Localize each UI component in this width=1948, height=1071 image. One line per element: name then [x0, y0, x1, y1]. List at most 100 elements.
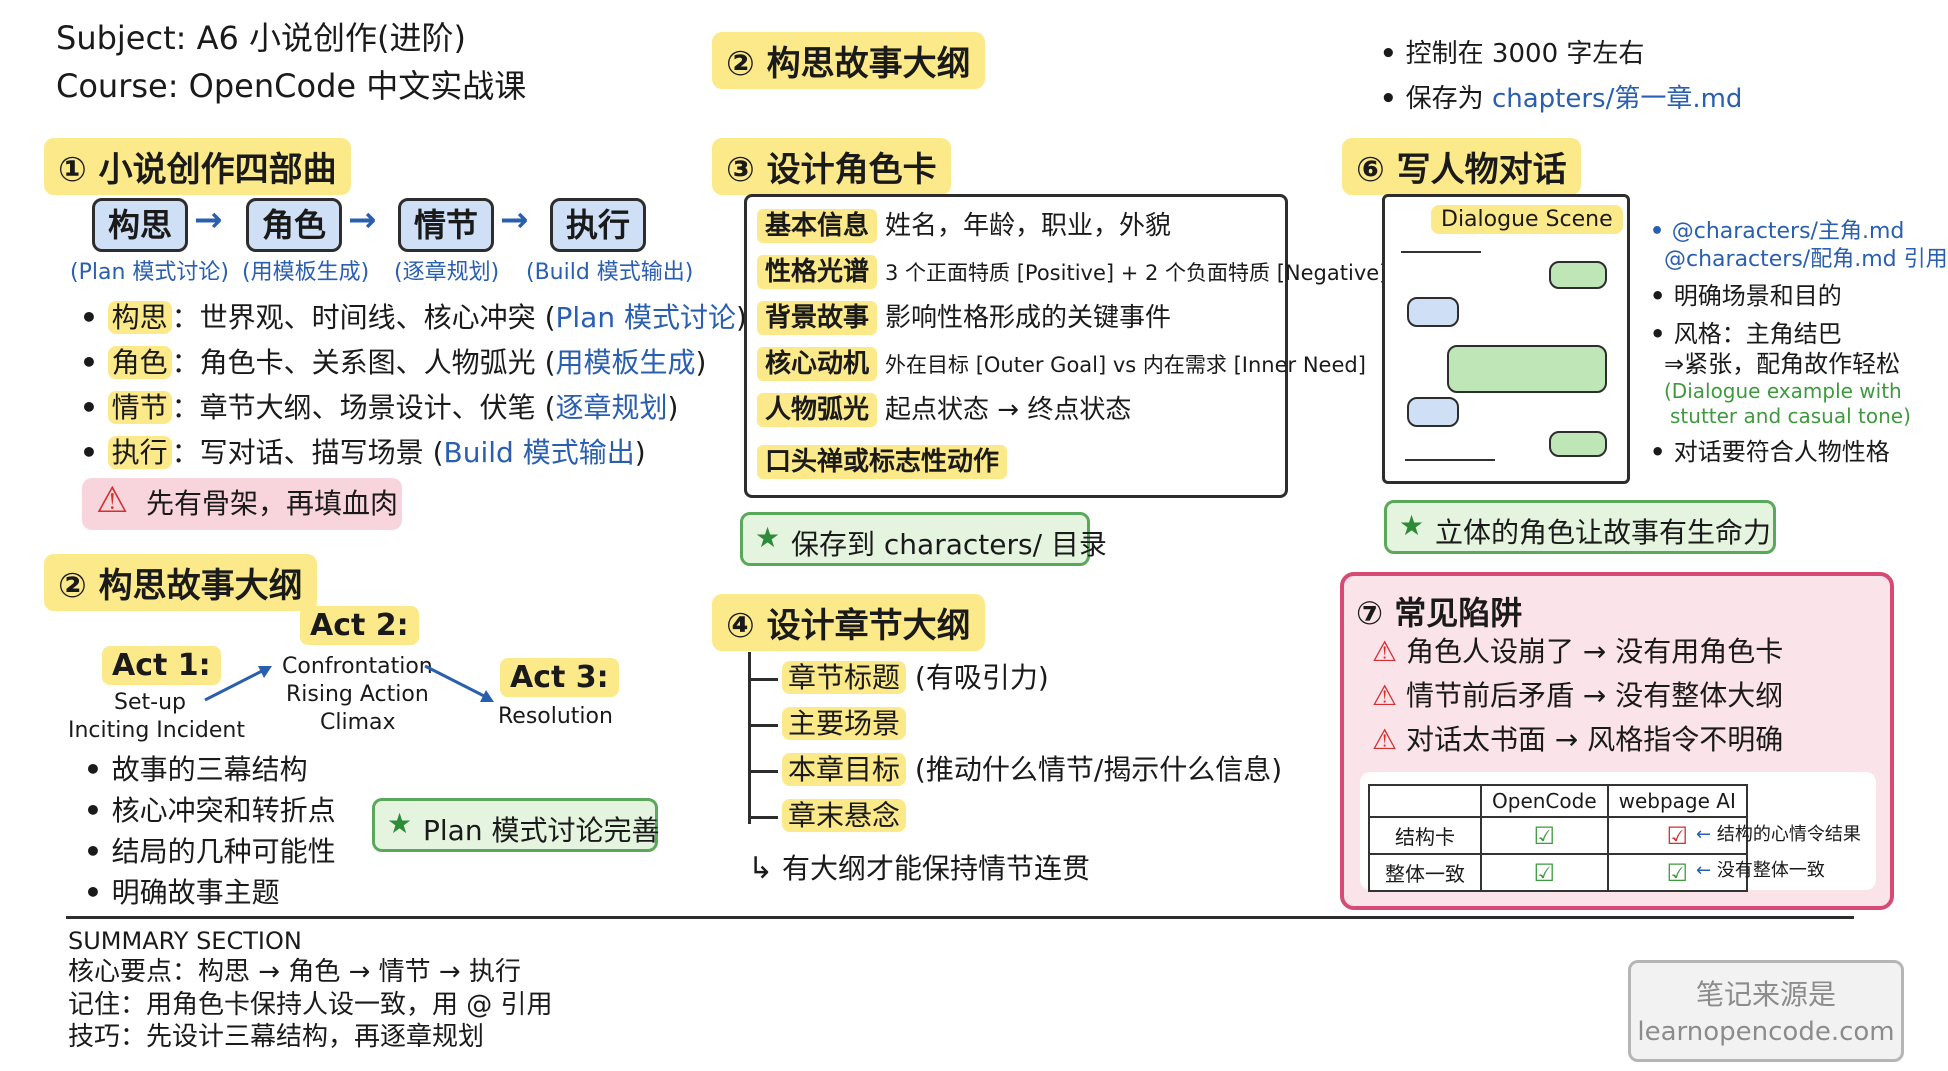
badge-text: 立体的角色让故事有生命力 — [1435, 516, 1772, 549]
scene-line — [1405, 459, 1495, 461]
badge-text: 保存到 characters/ 目录 — [791, 528, 1107, 561]
outline-item-scene: 主要场景 — [782, 706, 907, 741]
badge-text: Plan 模式讨论完善 — [423, 814, 660, 847]
act1-title: Act 1: — [102, 646, 221, 685]
summary-line: 记住：用角色卡保持人设一致，用 @ 引用 — [68, 989, 553, 1020]
card-row-arc: 人物弧光起点状态 → 终点状态 — [757, 389, 1131, 427]
star-icon: ★ — [755, 521, 781, 554]
dialogue-scene-label: Dialogue Scene — [1431, 205, 1623, 234]
section2-title: ② 构思故事大纲 — [44, 554, 317, 611]
watermark-url: learnopencode.com — [1637, 1017, 1895, 1047]
flow-sub-character: (用模板生成) — [242, 260, 370, 285]
characters-dir-badge: ★ 保存到 characters/ 目录 — [740, 512, 1107, 566]
flow-step-plan: 构思 — [92, 198, 188, 252]
bullet-item: 核心冲突和转折点 — [84, 793, 336, 828]
source-watermark: 笔记来源是 learnopencode.com — [1628, 960, 1904, 1062]
tree-branch — [748, 816, 778, 819]
bullet-item: 明确故事主题 — [84, 875, 336, 910]
act-arrow-2 — [424, 664, 494, 702]
card-row-basic: 基本信息姓名，年龄，职业，外貌 — [757, 205, 1171, 243]
flow-arrow: → — [194, 200, 223, 240]
subject-title: Subject: A6 小说创作(进阶) — [56, 19, 466, 57]
bullet-word-count: 控制在 3000 字左右 — [1380, 38, 1742, 71]
tree-branch — [748, 770, 778, 773]
table-row-label: 结构卡 — [1368, 816, 1482, 855]
tree-branch — [748, 724, 778, 727]
act2-line: Rising Action — [286, 682, 429, 707]
comparison-table: OpenCode webpage AI 结构卡 ☑ ☑ 整体一致 ☑ ☑ — [1368, 784, 1748, 892]
table-note: ← 结构的心情令结果 — [1696, 824, 1861, 845]
skeleton-warning: ⚠ 先有骨架，再填血肉 — [82, 478, 402, 530]
bullet-plan: 构思：世界观、时间线、核心冲突 (Plan 模式讨论) — [80, 300, 747, 335]
table-header — [1368, 784, 1482, 818]
act2-line: Climax — [320, 710, 396, 735]
flow-step-plot: 情节 — [398, 198, 494, 252]
style-continuation: ⇒紧张，配角故作轻松 — [1664, 350, 1901, 378]
speech-bubble-green — [1549, 261, 1607, 289]
section6-notes: @characters/主角.md @characters/配角.md 引用 明… — [1650, 218, 1948, 467]
act2-title: Act 2: — [300, 606, 419, 645]
flow-step-execute: 执行 — [550, 198, 646, 252]
warning-icon: ⚠ — [1372, 723, 1398, 756]
scene-line — [1401, 251, 1481, 253]
table-note: ← 没有整体一致 — [1696, 860, 1825, 881]
section6-title: ⑥ 写人物对话 — [1342, 138, 1581, 195]
table-row-label: 整体一致 — [1368, 853, 1482, 892]
section4-title: ④ 设计章节大纲 — [712, 594, 985, 651]
four-step-flow: 构思 → 角色 → 情节 → 执行 (Plan 模式讨论) (用模板生成) (逐… — [70, 198, 693, 288]
card-row-catchphrase: 口头禅或标志性动作 — [757, 441, 1015, 479]
card-row-backstory: 背景故事影响性格形成的关键事件 — [757, 297, 1171, 335]
bullet-scene-purpose: 明确场景和目的 — [1650, 281, 1948, 311]
star-icon: ★ — [1399, 509, 1425, 542]
speech-bubble-green-large — [1447, 345, 1607, 393]
course-title: Course: OpenCode 中文实战课 — [56, 67, 527, 105]
dialogue-scene: Dialogue Scene — [1382, 194, 1630, 484]
summary-divider — [66, 916, 1854, 919]
summary-line: 核心要点：构思 → 角色 → 情节 → 执行 — [68, 957, 521, 987]
outline-item-title: 章节标题 (有吸引力) — [782, 660, 1049, 695]
vivid-character-badge: ★ 立体的角色让故事有生命力 — [1384, 500, 1776, 554]
flow-sub-plot: (逐章规划) — [394, 260, 500, 285]
bullet-match-personality: 对话要符合人物性格 — [1650, 437, 1948, 467]
flow-step-character: 角色 — [246, 198, 342, 252]
check-icon: ☑ — [1606, 816, 1748, 855]
warning-text: 先有骨架，再填血肉 — [146, 487, 399, 520]
warning-icon: ⚠ — [1372, 679, 1398, 712]
summary-line: 技巧：先设计三幕结构，再逐章规划 — [68, 1022, 485, 1052]
speech-bubble-green — [1549, 431, 1607, 457]
common-pitfalls-box: ⑦ 常见陷阱 ⚠ 角色人设崩了 → 没有用角色卡 ⚠ 情节前后矛盾 → 没有整体… — [1340, 572, 1894, 910]
summary-heading: SUMMARY SECTION — [68, 927, 302, 955]
bullet-character: 角色：角色卡、关系图、人物弧光 (用模板生成) — [80, 345, 747, 380]
bullet-style: 风格：主角结巴 — [1650, 319, 1948, 349]
act-arrow-1 — [204, 666, 272, 702]
example-note: stutter and casual tone) — [1670, 404, 1911, 428]
act3-line: Resolution — [498, 704, 613, 729]
flow-arrow: → — [500, 200, 529, 240]
ref-main-character: @characters/主角.md — [1650, 218, 1948, 246]
section2b-title: ② 构思故事大纲 — [712, 32, 985, 89]
check-icon: ☑ — [1480, 816, 1609, 855]
section1-bullets: 构思：世界观、时间线、核心冲突 (Plan 模式讨论) 角色：角色卡、关系图、人… — [80, 300, 747, 470]
outline-footer: ↳ 有大纲才能保持情节连贯 — [748, 851, 1091, 886]
comparison-panel: OpenCode webpage AI 结构卡 ☑ ☑ 整体一致 ☑ ☑ ← 结… — [1360, 772, 1876, 892]
trap-item: ⚠ 情节前后矛盾 → 没有整体大纲 — [1372, 679, 1784, 712]
trap-item: ⚠ 角色人设崩了 → 没有用角色卡 — [1372, 635, 1784, 668]
bullet-item: 结局的几种可能性 — [84, 834, 336, 869]
act1-line: Inciting Incident — [68, 718, 245, 743]
return-arrow-icon: ↳ — [748, 851, 774, 886]
act3-title: Act 3: — [500, 658, 619, 697]
bullet-execute: 执行：写对话、描写场景 (Build 模式输出) — [80, 435, 747, 470]
card-row-motivation: 核心动机外在目标 [Outer Goal] vs 内在需求 [Inner Nee… — [757, 343, 1366, 381]
star-icon: ★ — [387, 807, 413, 840]
act2-line: Confrontation — [282, 654, 433, 679]
plan-mode-badge: ★ Plan 模式讨论完善 — [372, 798, 660, 852]
bullet-item: 故事的三幕结构 — [84, 752, 336, 787]
speech-bubble-blue — [1407, 297, 1459, 327]
flow-sub-plan: (Plan 模式讨论) — [70, 260, 229, 285]
section5-bullets: 控制在 3000 字左右 保存为 chapters/第一章.md — [1380, 38, 1743, 115]
outline-item-goal: 本章目标 (推动什么情节/揭示什么信息) — [782, 752, 1282, 787]
summary-section: SUMMARY SECTION 核心要点：构思 → 角色 → 情节 → 执行 记… — [68, 926, 553, 1054]
watermark-line: 笔记来源是 — [1695, 978, 1836, 1011]
